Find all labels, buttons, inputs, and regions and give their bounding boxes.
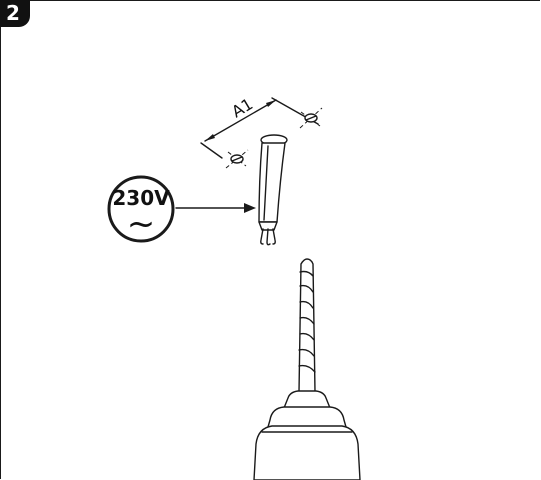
dimension-line [204,99,277,142]
cable-icon [258,134,288,246]
voltage-pointer [175,203,256,213]
step-badge: 2 [0,0,30,27]
step-number: 2 [6,1,20,25]
voltage-badge-icon: 230V ~ [107,175,175,244]
ac-symbol: ~ [127,204,156,244]
arrow-right-icon [244,203,256,213]
extension-line-left [200,142,223,159]
drill-chuck-icon [253,390,361,480]
arrow-left-icon [205,134,215,141]
voltage-text: 230V [112,186,170,210]
screw-mark-icon [299,107,323,129]
arrow-right-icon [266,100,276,107]
dimension-a1: A1 [200,94,319,159]
dimension-label: A1 [228,94,256,121]
drill-bit-icon [298,258,316,393]
screw-mark-icon [225,149,249,169]
